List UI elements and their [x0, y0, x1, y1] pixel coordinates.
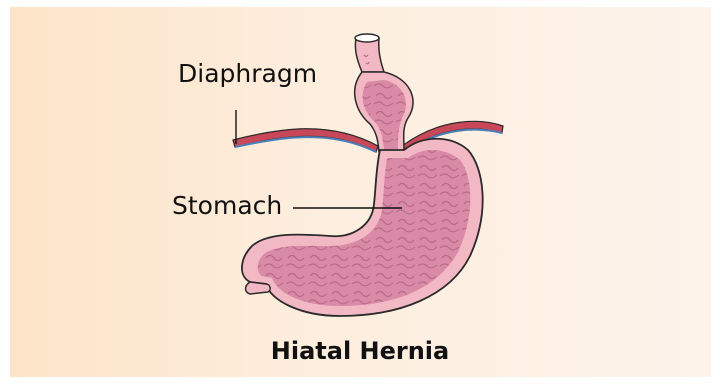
stomach-label: Stomach	[172, 191, 282, 220]
stomach	[242, 139, 483, 316]
diagram-caption: Hiatal Hernia	[0, 337, 720, 365]
esophagus	[355, 34, 384, 72]
diaphragm-label: Diaphragm	[178, 59, 317, 88]
diaphragm-left	[233, 129, 378, 152]
